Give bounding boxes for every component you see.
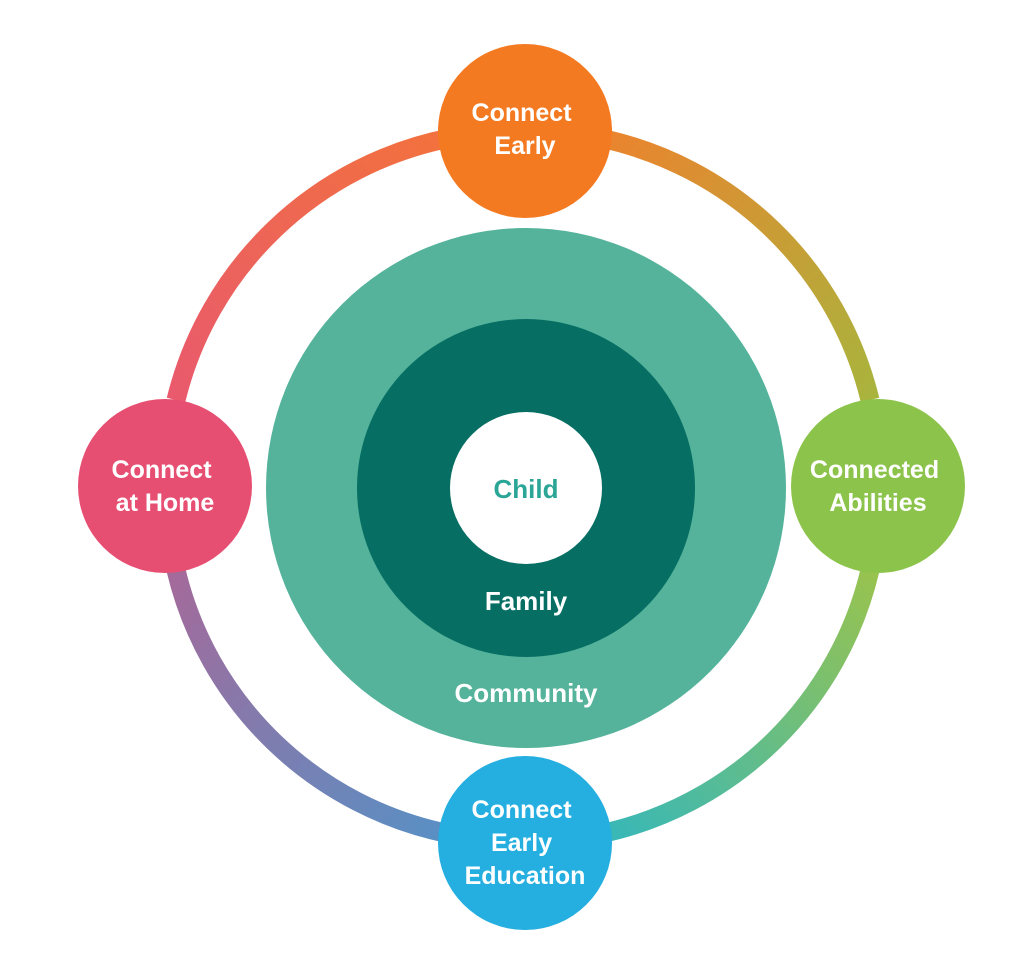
node-connect-at-home-line-2: at Home — [116, 489, 215, 517]
node-connect-early-line-2: Early — [494, 132, 555, 160]
svg-text:Connect Early: Connect Early — [472, 99, 579, 160]
node-connect-early-education-line-3: Education — [465, 862, 586, 890]
ring-arc-bottom-left — [166, 567, 452, 844]
family-label: Family — [485, 586, 568, 616]
svg-text:Connect at Home: Connect at Home — [112, 456, 219, 517]
outer-ring — [166, 128, 880, 844]
node-connect-early-education-line-1: Connect — [472, 796, 573, 824]
node-connected-abilities-line-2: Abilities — [829, 489, 926, 517]
node-connect-at-home-line-1: Connect — [112, 456, 213, 484]
svg-text:Connect Early Educ: Connect Early Education — [465, 796, 586, 890]
node-connect-early: Connect Early — [438, 44, 612, 218]
child-circle — [450, 412, 602, 564]
node-connect-early-line-1: Connect — [472, 99, 573, 127]
node-connect-early-education: Connect Early Education — [438, 756, 612, 930]
community-label: Community — [455, 678, 599, 708]
node-connected-abilities-circle — [791, 399, 965, 573]
node-connect-early-education-circle — [438, 756, 612, 930]
node-connected-abilities-line-1: Connected — [810, 456, 939, 484]
node-connect-early-education-line-2: Early — [491, 829, 552, 857]
ring-arc-bottom-right — [598, 567, 880, 844]
ring-arc-top-left — [166, 128, 452, 403]
ring-arc-top-right — [598, 128, 880, 403]
svg-text:Connected Abilities: Connected Abilities — [810, 456, 946, 517]
node-connect-at-home: Connect at Home — [78, 399, 252, 573]
node-connected-abilities: Connected Abilities — [791, 399, 965, 573]
node-connect-at-home-circle — [78, 399, 252, 573]
node-connect-early-circle — [438, 44, 612, 218]
child-label: Child — [494, 474, 559, 504]
